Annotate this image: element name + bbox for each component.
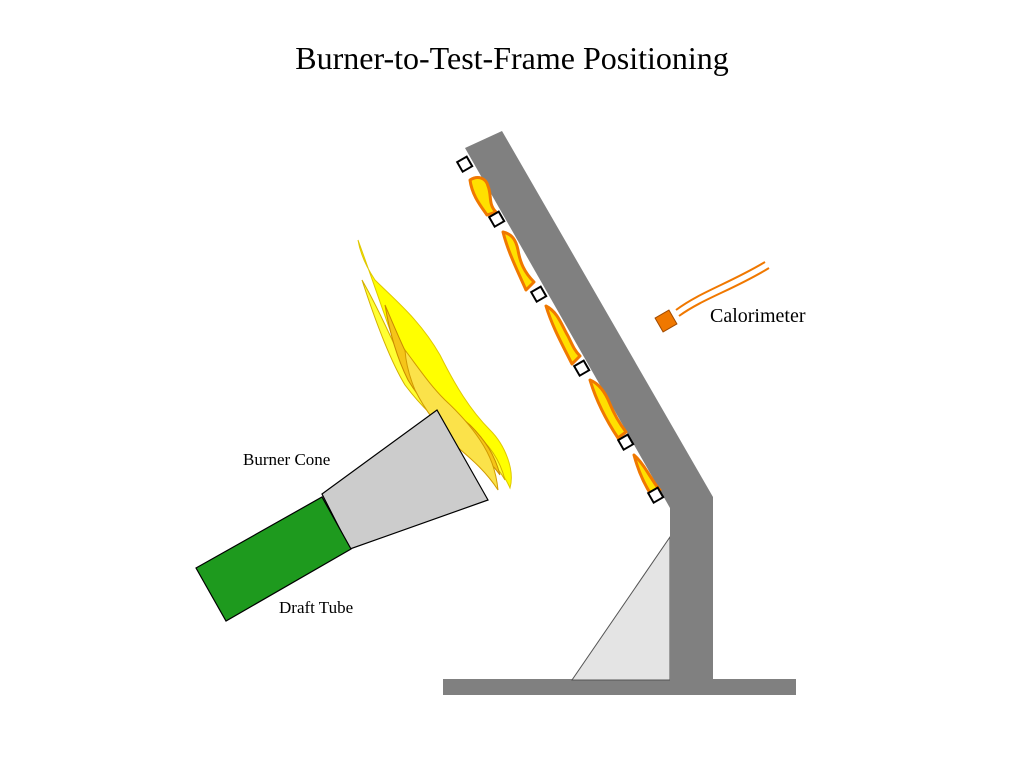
page-title: Burner-to-Test-Frame Positioning <box>295 40 729 76</box>
vertical-post <box>670 497 713 681</box>
mounting-clip <box>572 359 591 378</box>
mounting-clips <box>455 155 665 505</box>
inclined-test-frame <box>465 131 713 508</box>
draft-tube-label: Draft Tube <box>279 598 353 617</box>
mounting-clip <box>487 210 506 229</box>
specimen-panel <box>632 453 662 498</box>
mounting-clip <box>529 285 548 304</box>
calorimeter-head <box>654 309 678 333</box>
burner-flame <box>357 239 512 491</box>
base-plate <box>443 679 796 695</box>
specimen-panel <box>544 304 582 366</box>
specimen-panel <box>501 230 536 292</box>
burner-cone-label: Burner Cone <box>243 450 330 469</box>
mounting-clip <box>646 486 665 505</box>
mounting-clip <box>616 433 635 452</box>
specimen-panel <box>468 176 498 217</box>
calorimeter-sensor <box>654 261 770 333</box>
draft-tube <box>195 496 352 622</box>
calorimeter-label: Calorimeter <box>710 305 806 327</box>
specimen-panels <box>468 176 662 498</box>
specimen-panel <box>588 378 628 440</box>
mounting-clip <box>455 155 474 174</box>
support-brace <box>571 535 671 681</box>
